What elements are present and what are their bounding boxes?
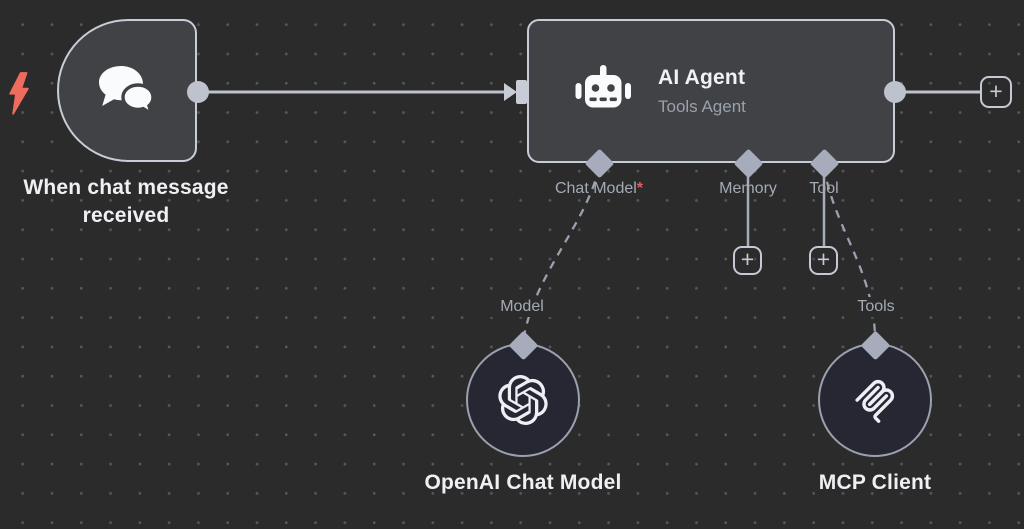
tools-wire-label: Tools xyxy=(848,297,904,317)
robot-icon xyxy=(575,65,631,108)
wire-chatmodel-to-openai[interactable] xyxy=(522,166,601,337)
ai-agent-node[interactable]: AI Agent Tools Agent xyxy=(527,19,895,163)
openai-node-label: OpenAI Chat Model xyxy=(424,471,622,494)
plus-icon: + xyxy=(816,246,831,272)
mcp-client-node[interactable] xyxy=(818,343,932,457)
add-memory-button[interactable]: + xyxy=(733,246,762,275)
trigger-node-label: When chat message received xyxy=(23,176,229,227)
agent-title: AI Agent xyxy=(658,65,746,89)
openai-logo-icon xyxy=(498,375,548,425)
chat-model-port-text: Chat Model xyxy=(554,180,637,197)
mcp-node-label: MCP Client xyxy=(818,471,932,494)
agent-output-handle[interactable] xyxy=(884,81,906,103)
mcp-logo-icon xyxy=(855,379,895,423)
required-marker: * xyxy=(636,180,644,197)
chat-trigger-node[interactable] xyxy=(57,19,209,162)
plus-icon: + xyxy=(740,246,755,272)
add-node-button[interactable]: + xyxy=(980,76,1012,108)
model-wire-label: Model xyxy=(490,297,554,317)
trigger-output-handle[interactable] xyxy=(187,81,209,103)
openai-chat-model-node[interactable] xyxy=(466,343,580,457)
memory-port-label: Memory xyxy=(719,180,777,197)
plus-icon: + xyxy=(989,77,1003,104)
agent-input-port[interactable] xyxy=(516,80,527,104)
agent-input-arrow-icon xyxy=(504,83,517,101)
trigger-bolt-icon xyxy=(9,72,29,115)
agent-subtitle: Tools Agent xyxy=(658,96,746,116)
tool-port-label: Tool xyxy=(809,180,839,197)
add-tool-button[interactable]: + xyxy=(809,246,838,275)
chat-model-port-label: Chat Model* xyxy=(509,180,689,198)
chat-bubbles-icon xyxy=(99,65,155,117)
